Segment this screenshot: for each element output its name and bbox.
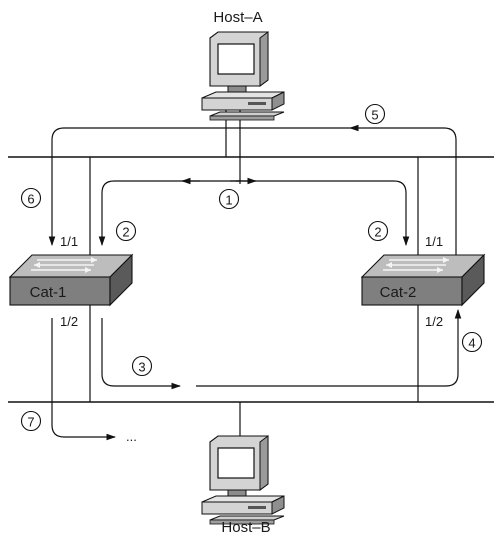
step-marker: 1 [218, 188, 240, 210]
step-number: 1 [225, 193, 232, 208]
step-marker: 7 [20, 410, 42, 432]
cat-2-port-top-label: 1/1 [425, 234, 443, 249]
step-circle [218, 188, 240, 210]
step-1-arrow-left [98, 180, 240, 246]
step-marker: 5 [364, 103, 386, 125]
step-marker: 2 [115, 220, 137, 242]
host-b-computer-icon [201, 435, 285, 525]
host-a-computer-icon [201, 31, 285, 121]
cat-2-switch-icon [360, 253, 486, 307]
step-7-arrow [51, 318, 116, 441]
step-circle [20, 410, 42, 432]
step-4-arrow [196, 309, 462, 387]
cat-1-port-top-label: 1/1 [60, 234, 78, 249]
host-b-label: Host–B [221, 519, 270, 536]
step-1-arrow-right [230, 180, 410, 246]
step-number: 2 [374, 225, 381, 240]
step-3-arrow [101, 318, 181, 390]
cat-2-label: Cat-2 [380, 284, 417, 301]
host-a-label: Host–A [213, 9, 262, 26]
step-circle [20, 187, 42, 209]
cat-1-port-bottom-label: 1/2 [60, 314, 78, 329]
step-circle [364, 103, 386, 125]
step-marker: 4 [461, 331, 483, 353]
step-marker: 3 [131, 355, 153, 377]
step-circle [131, 355, 153, 377]
step-marker: 2 [367, 220, 389, 242]
step-markers: 1 2 2 3 4 5 6 7 [20, 103, 483, 432]
step-5-arrow [349, 124, 457, 255]
step-number: 5 [371, 108, 378, 123]
step-circle [115, 220, 137, 242]
step-number: 4 [468, 336, 475, 351]
step-marker: 6 [20, 187, 42, 209]
continuation-ellipsis: ... [126, 429, 137, 444]
step-circle [367, 220, 389, 242]
cat-1-label: Cat-1 [30, 284, 67, 301]
flow-arrows [48, 124, 462, 441]
step-circle [461, 331, 483, 353]
step-number: 7 [27, 415, 34, 430]
cat-1-switch-icon [8, 253, 134, 307]
step-6-arrow [48, 127, 350, 246]
step-number: 3 [138, 360, 145, 375]
step-number: 6 [27, 192, 34, 207]
step-number: 2 [122, 225, 129, 240]
cat-2-port-bottom-label: 1/2 [425, 314, 443, 329]
